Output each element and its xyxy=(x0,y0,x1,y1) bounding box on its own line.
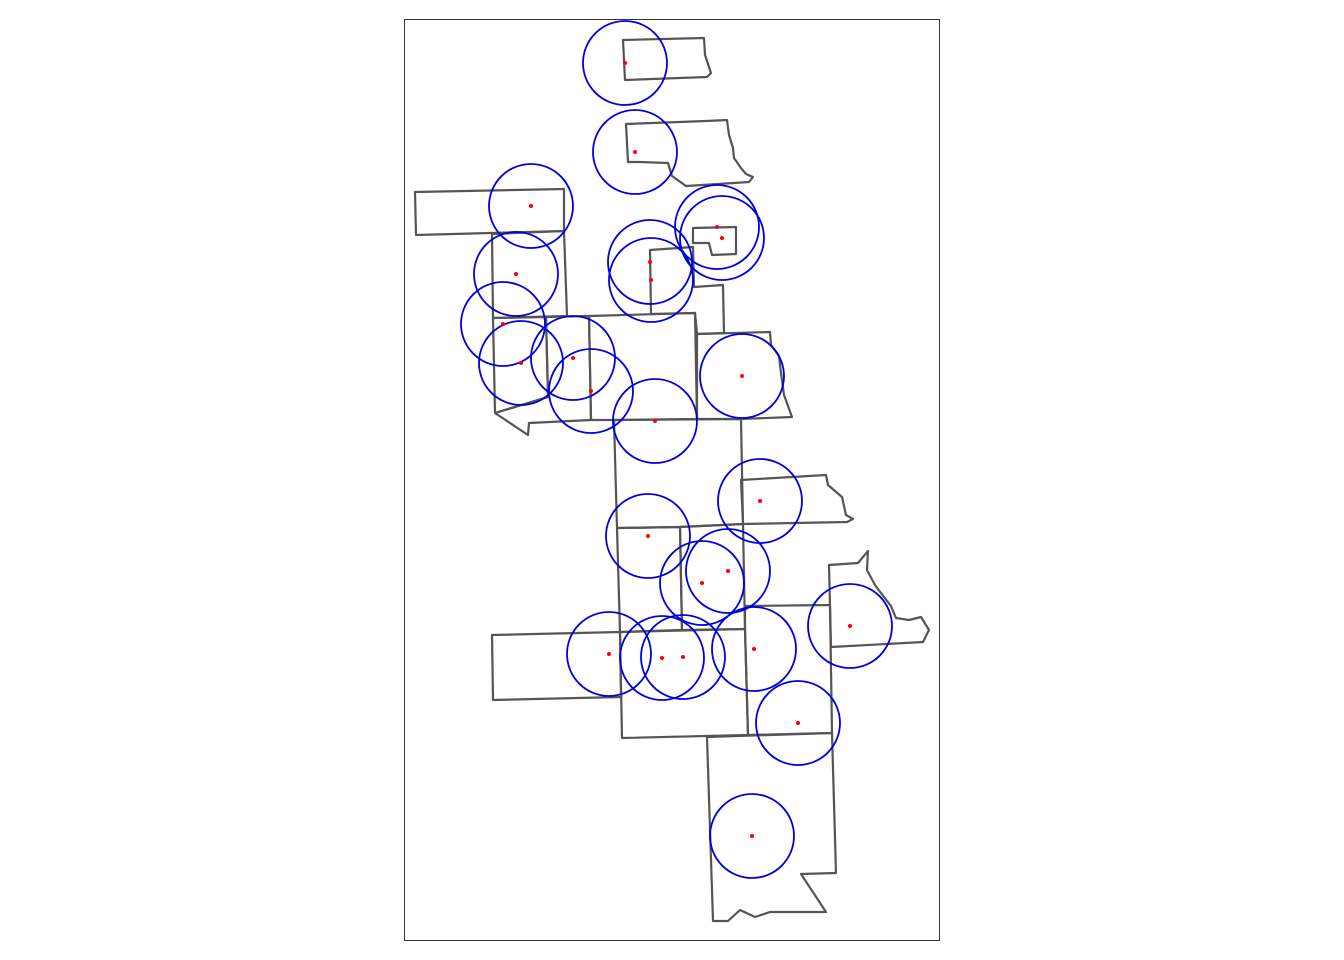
centroid-point-b12 xyxy=(720,236,724,240)
centroid-point-b03 xyxy=(529,204,533,208)
centroid-points xyxy=(501,61,852,838)
centroid-point-b14 xyxy=(653,419,657,423)
centroid-point-b11 xyxy=(715,225,719,229)
buffer-circle-b11 xyxy=(674,184,760,270)
buffer-circle-b07 xyxy=(530,315,616,401)
centroid-point-b22 xyxy=(752,647,756,651)
buffer-circle-b17 xyxy=(685,528,771,614)
county-polygon-p16 xyxy=(827,549,931,649)
centroid-point-b08 xyxy=(589,389,593,393)
county-boundaries xyxy=(413,36,931,923)
buffer-circle-b25 xyxy=(709,793,795,879)
county-polygon-p01 xyxy=(621,36,713,82)
centroid-point-b23 xyxy=(848,624,852,628)
buffer-circle-b03 xyxy=(488,163,574,249)
buffer-circle-b05 xyxy=(460,281,546,367)
county-polygon-p17 xyxy=(490,630,623,702)
buffer-circle-b08 xyxy=(548,348,634,434)
centroid-point-b19 xyxy=(607,652,611,656)
county-polygon-p07 xyxy=(587,311,699,422)
county-polygon-p19 xyxy=(705,731,838,923)
centroid-point-b13 xyxy=(740,374,744,378)
centroid-point-b05 xyxy=(501,322,505,326)
centroid-point-b07 xyxy=(571,356,575,360)
centroid-point-b17 xyxy=(726,569,730,573)
buffer-circle-b18 xyxy=(659,540,745,626)
centroid-point-b10 xyxy=(649,278,653,282)
centroid-point-b04 xyxy=(514,272,518,276)
centroid-point-b02 xyxy=(633,150,637,154)
buffer-circle-b21 xyxy=(640,614,726,700)
buffer-circles xyxy=(460,20,893,879)
county-polygon-p02 xyxy=(624,118,755,188)
county-polygon-p09 xyxy=(691,225,738,257)
buffer-circle-b10 xyxy=(608,237,694,323)
centroid-point-b21 xyxy=(681,655,685,659)
buffer-circle-b19 xyxy=(566,611,652,697)
buffer-circle-b13 xyxy=(699,333,785,419)
buffer-circle-b09 xyxy=(607,219,693,305)
buffer-circle-b02 xyxy=(592,109,678,195)
buffer-circle-b04 xyxy=(473,231,559,317)
buffer-circle-b22 xyxy=(711,606,797,692)
county-polygon-p11 xyxy=(612,417,745,530)
buffer-circle-b16 xyxy=(605,493,691,579)
centroid-point-b24 xyxy=(796,721,800,725)
buffer-circle-b20 xyxy=(619,615,705,701)
centroid-point-b25 xyxy=(750,834,754,838)
centroid-point-b09 xyxy=(648,260,652,264)
county-polygon-p10 xyxy=(695,330,794,421)
centroid-point-b20 xyxy=(660,656,664,660)
buffer-circle-b14 xyxy=(612,378,698,464)
buffer-circle-b23 xyxy=(807,583,893,669)
county-polygon-p04 xyxy=(490,229,569,320)
map-frame xyxy=(404,19,940,941)
buffer-circle-b24 xyxy=(755,680,841,766)
county-polygon-p12 xyxy=(739,473,855,526)
centroid-point-b18 xyxy=(700,581,704,585)
centroid-point-b16 xyxy=(646,534,650,538)
buffer-circle-b12 xyxy=(679,195,765,281)
centroid-point-b15 xyxy=(758,499,762,503)
buffer-circle-b06 xyxy=(478,320,564,406)
centroid-point-b06 xyxy=(519,361,523,365)
buffer-circle-b01 xyxy=(582,20,668,106)
centroid-point-b01 xyxy=(623,61,627,65)
